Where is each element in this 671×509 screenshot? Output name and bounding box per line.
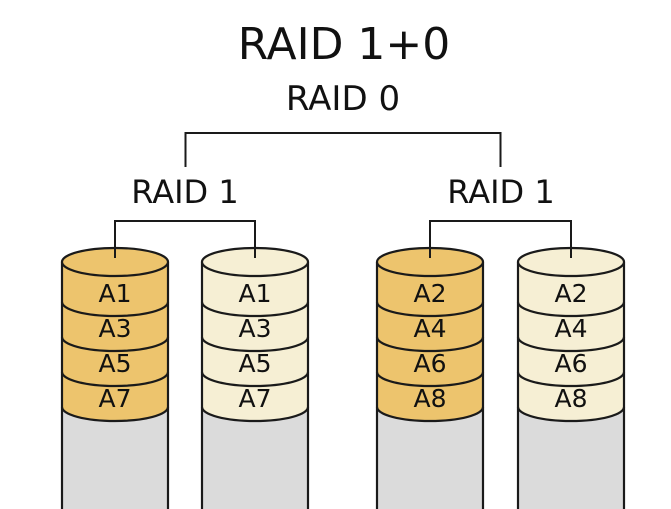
disk-block-label: A8 <box>554 384 587 413</box>
disk-block-label: A6 <box>413 349 446 378</box>
disk-cylinder-3: A2 A4 A6 A8 <box>375 246 485 509</box>
disk-platter-dividers <box>60 301 170 423</box>
disk-stack-fill <box>202 248 308 421</box>
disk-block-label: A6 <box>554 349 587 378</box>
disk-block-label: A4 <box>413 314 446 343</box>
disk-block-label: A7 <box>238 384 271 413</box>
disk-platter-dividers <box>375 301 485 423</box>
raid0-label: RAID 0 <box>286 79 400 119</box>
disk-block-label: A4 <box>554 314 587 343</box>
disk-block-label: A2 <box>413 279 446 308</box>
raid0-bracket <box>184 132 502 167</box>
disk-platter-dividers <box>516 301 626 423</box>
raid1-bracket-right <box>429 220 572 258</box>
disk-stack-fill <box>377 248 483 421</box>
disk-block-label: A7 <box>98 384 131 413</box>
disk-block-label: A8 <box>413 384 446 413</box>
disk-stack-fill <box>518 248 624 421</box>
disk-block-label: A1 <box>238 279 271 308</box>
disk-stack-fill <box>62 248 168 421</box>
disk-block-label: A5 <box>98 349 131 378</box>
disk-block-label: A5 <box>238 349 271 378</box>
disk-block-label: A1 <box>98 279 131 308</box>
disk-cylinder-1: A1 A3 A5 A7 <box>60 246 170 509</box>
diagram-title: RAID 1+0 <box>238 19 451 70</box>
disk-block-label: A2 <box>554 279 587 308</box>
disk-cylinder-2: A1 A3 A5 A7 <box>200 246 310 509</box>
disk-block-label: A3 <box>238 314 271 343</box>
raid1-bracket-left <box>114 220 256 258</box>
disk-cylinder-4: A2 A4 A6 A8 <box>516 246 626 509</box>
raid1-label-right: RAID 1 <box>447 173 554 211</box>
raid1-label-left: RAID 1 <box>131 173 238 211</box>
disk-block-label: A3 <box>98 314 131 343</box>
disk-platter-dividers <box>200 301 310 423</box>
